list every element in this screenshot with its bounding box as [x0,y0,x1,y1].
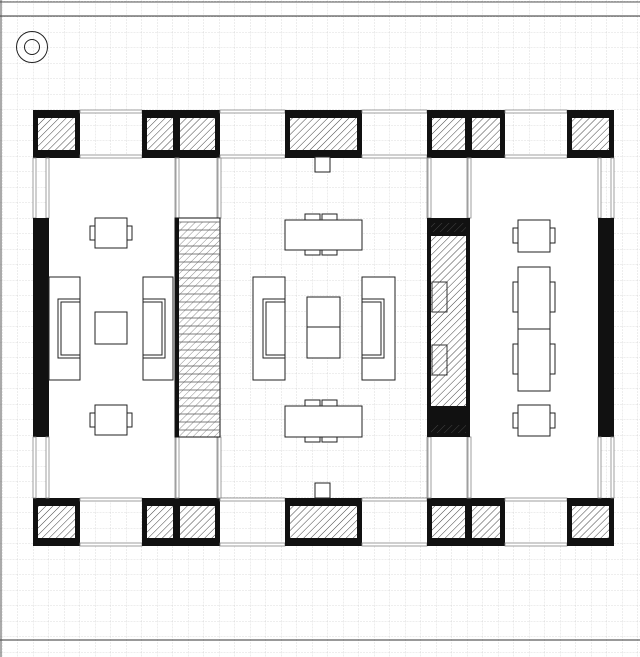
bottom-window-1-sill-outer [79,497,143,502]
bottom-window-1-sill-inner [79,542,143,547]
top-window-1-sill-outer [79,109,143,114]
dining-table-chair [321,213,338,221]
top-window-4-sill-inner [504,154,568,159]
small-table-chair [89,225,96,241]
bottom-window-2-sill-outer [219,497,286,502]
north-symbol-icon [16,31,48,63]
sofa-cushion [265,301,286,356]
long-table-chair [512,281,519,313]
furniture [48,156,556,499]
bottom-block-4b-hatch [472,506,500,538]
core-hatch-top [431,223,466,232]
right-window-lower-sill-inner [610,436,615,499]
small-table-chair [512,227,519,244]
long-table-chair [512,343,519,375]
bottom-block-2a-hatch [147,506,173,538]
long-table-chair [549,343,556,375]
top-corner-block-left-hatch [38,118,75,150]
sofa-cushion [361,301,382,356]
bay-partition-lower-2-sill-inner [427,436,432,499]
bottom-block-2b-hatch [180,506,215,538]
dining-table-chair [321,399,338,407]
stair-wall [175,218,179,437]
bay-partition-upper-0-sill-inner [175,157,180,219]
small-table-chair [549,227,556,244]
right-window-upper-sill-outer [597,157,602,219]
stair-hatch [179,222,220,437]
top-window-1-sill-inner [79,154,143,159]
column-stub [314,482,331,499]
small-table-chair [89,412,96,428]
core-hatch-bottom [431,425,466,433]
top-window-4-sill-outer [504,109,568,114]
dining-table [284,405,363,438]
core-cabinet-1 [431,281,448,313]
bottom-window-4-sill-inner [504,542,568,547]
coffee-table [94,311,128,345]
column-stub [314,156,331,173]
small-table-chair [512,412,519,429]
right-solid-wall [598,218,614,437]
small-table [517,404,551,437]
bottom-window-3-sill-outer [361,497,428,502]
bay-partition-upper-2-sill-inner [427,157,432,219]
top-block-2b-hatch [180,118,215,150]
bay-partition-lower-0-sill-inner [175,436,180,499]
long-table [517,328,551,392]
dining-table-chair [304,436,321,443]
top-corner-block-right-hatch [572,118,609,150]
bottom-corner-block-left-hatch [38,506,75,538]
core-cabinet-2 [431,344,448,376]
bottom-window-3-sill-inner [361,542,428,547]
dining-table-chair [304,399,321,407]
bay-partition-upper-1-sill-inner [217,157,222,219]
bottom-block-3-hatch [290,506,357,538]
top-window-2-sill-outer [219,109,286,114]
bottom-block-4a-hatch [432,506,465,538]
top-window-3-sill-outer [361,109,428,114]
right-window-lower-sill-outer [597,436,602,499]
top-block-2a-hatch [147,118,173,150]
small-table [517,219,551,253]
top-block-4b-hatch [472,118,500,150]
bay-partition-upper-3-sill-inner [467,157,472,219]
dining-table-chair [321,436,338,443]
left-window-lower-sill-inner [45,436,50,499]
dining-table-chair [321,249,338,256]
bottom-window-4-sill-outer [504,497,568,502]
small-table [94,217,128,249]
walls [32,109,615,547]
bottom-window-2-sill-inner [219,542,286,547]
small-table-chair [126,412,133,428]
core-hatch [431,236,466,406]
small-table [94,404,128,436]
sofa-cushion [142,301,163,356]
bay-partition-lower-1-sill-inner [217,436,222,499]
left-window-upper-sill-inner [45,157,50,219]
small-table-chair [549,412,556,429]
top-block-3-hatch [290,118,357,150]
top-window-2-sill-inner [219,154,286,159]
small-table-chair [126,225,133,241]
top-window-3-sill-inner [361,154,428,159]
sofa-cushion [60,301,81,356]
dining-table-chair [304,213,321,221]
top-block-4a-hatch [432,118,465,150]
dining-table-chair [304,249,321,256]
left-window-upper-sill-outer [32,157,37,219]
left-solid-wall [33,218,49,437]
bay-partition-lower-3-sill-inner [467,436,472,499]
right-window-upper-sill-inner [610,157,615,219]
bottom-corner-block-right-hatch [572,506,609,538]
dining-table [284,219,363,251]
left-window-lower-sill-outer [32,436,37,499]
long-table [517,266,551,330]
long-table-chair [549,281,556,313]
